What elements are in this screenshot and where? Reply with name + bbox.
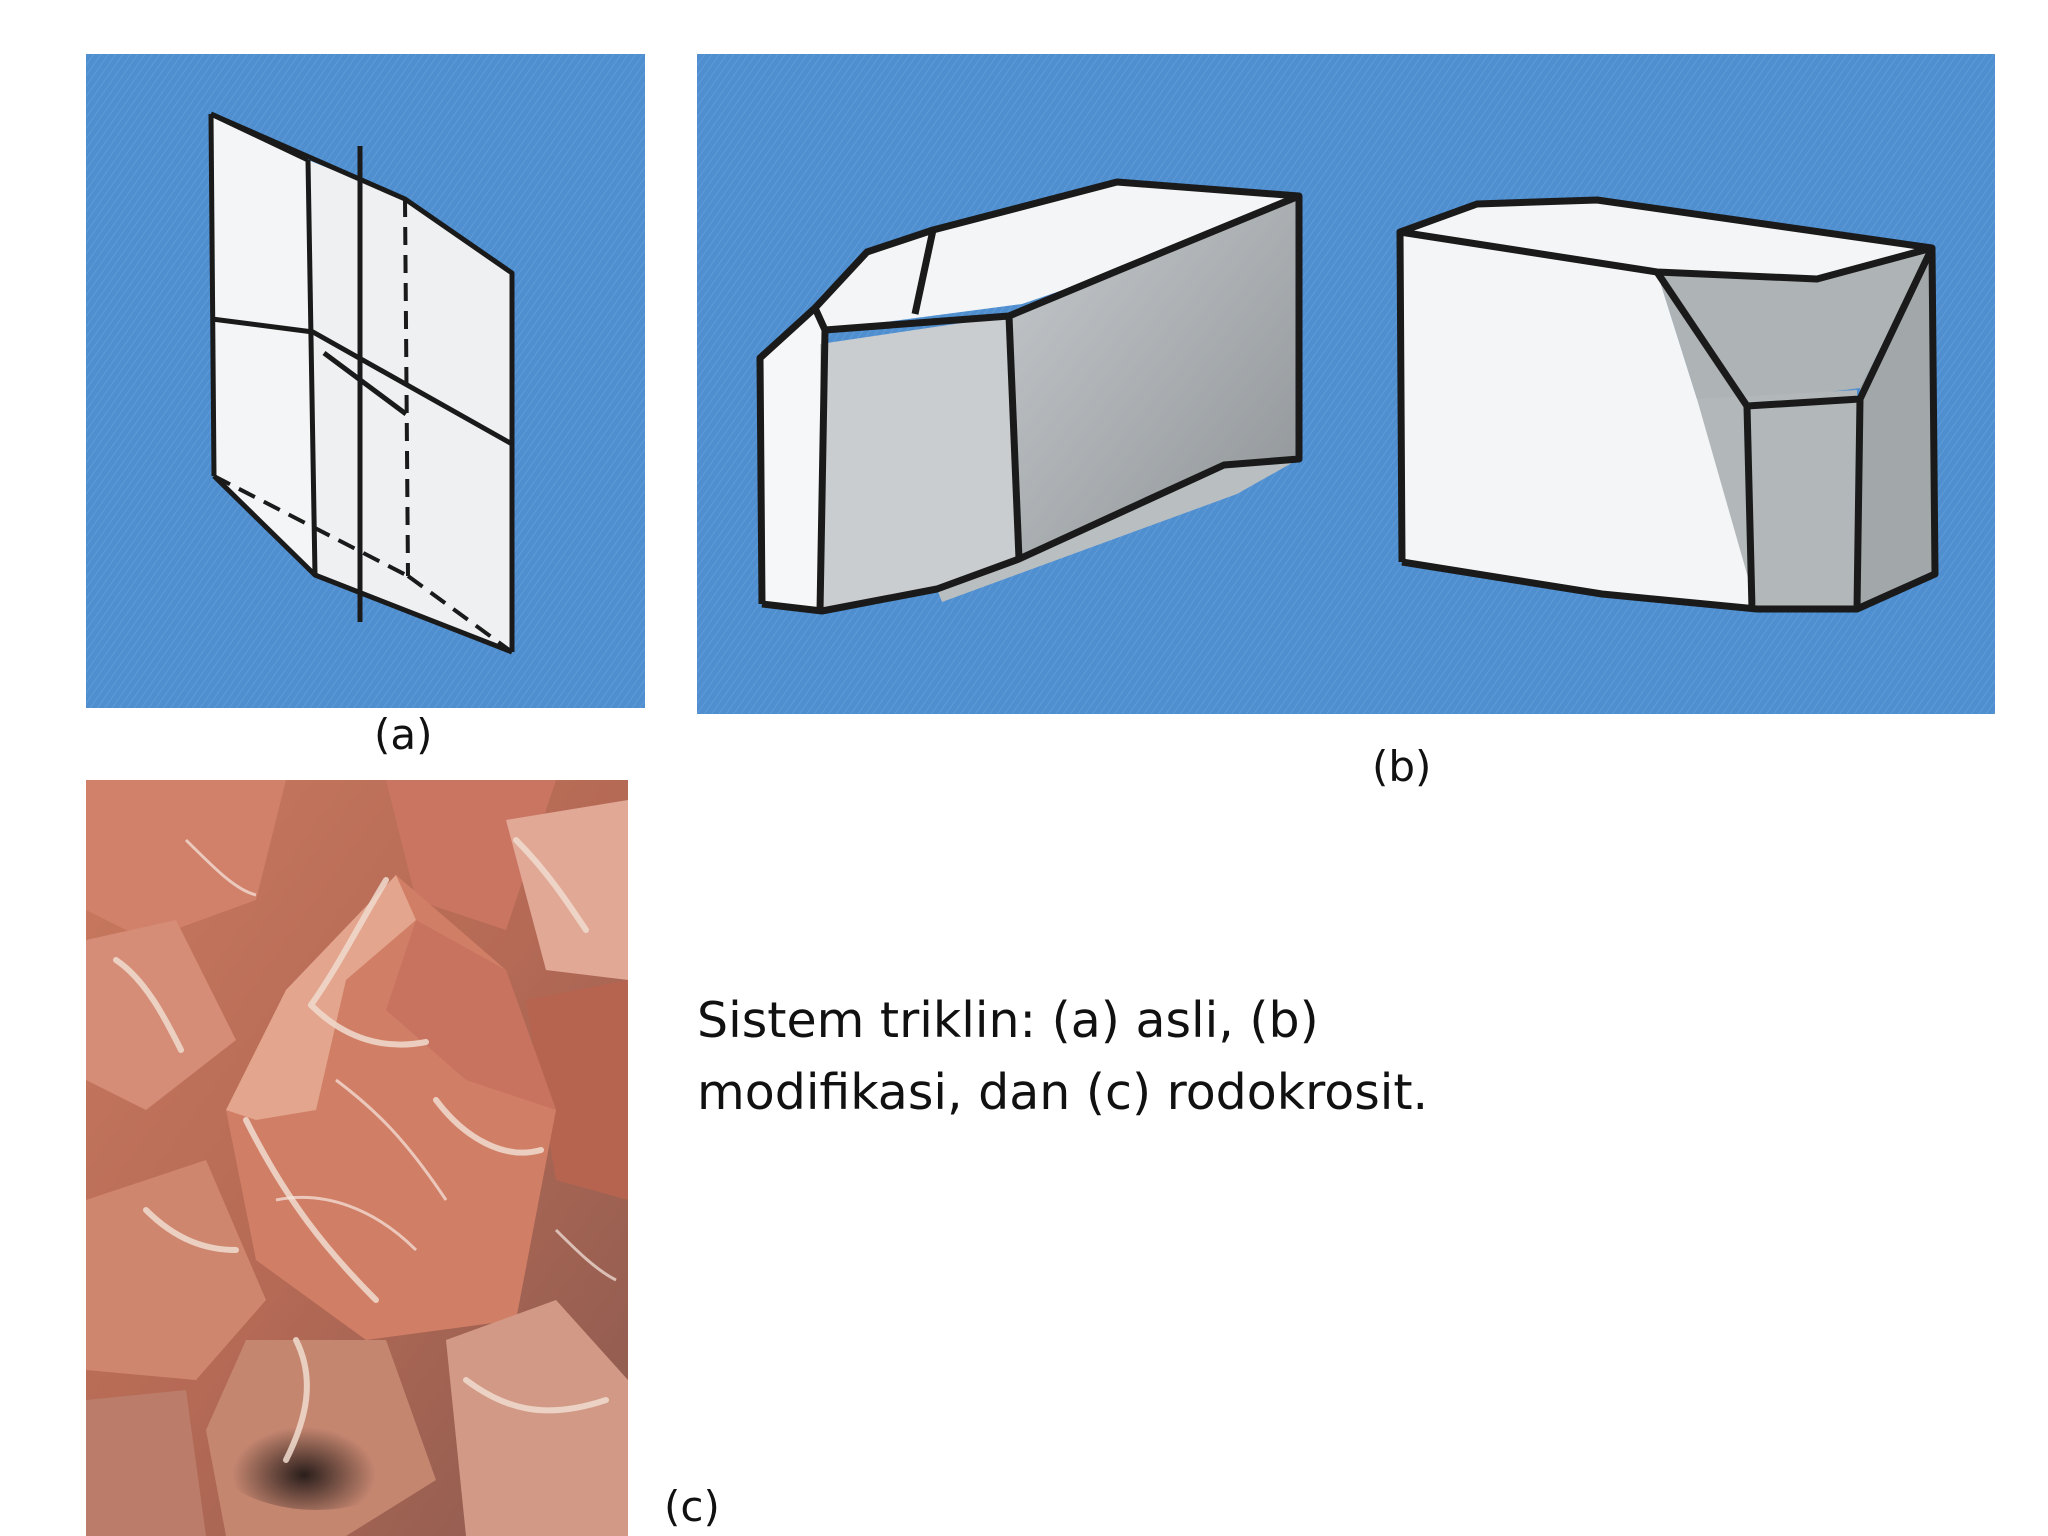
label-b: (b) bbox=[1372, 742, 1432, 791]
triclinic-unit-cell-icon bbox=[86, 54, 645, 708]
modified-crystals-icon bbox=[697, 54, 1995, 714]
label-c: (c) bbox=[664, 1482, 720, 1531]
figure-caption: Sistem triklin: (a) asli, (b) modifikasi… bbox=[697, 985, 1697, 1129]
label-a: (a) bbox=[374, 710, 433, 759]
left-crystal-shape bbox=[756, 178, 1303, 615]
triclinic-original-diagram bbox=[86, 54, 645, 708]
rhodochrosite-mineral-image bbox=[86, 780, 628, 1536]
caption-line-2: modifikasi, dan (c) rodokrosit. bbox=[697, 1064, 1429, 1121]
rhodochrosite-photo bbox=[86, 780, 628, 1536]
right-crystal-shape bbox=[1396, 196, 1939, 613]
triclinic-modified-diagram bbox=[697, 54, 1995, 714]
caption-line-1: Sistem triklin: (a) asli, (b) bbox=[697, 992, 1319, 1049]
